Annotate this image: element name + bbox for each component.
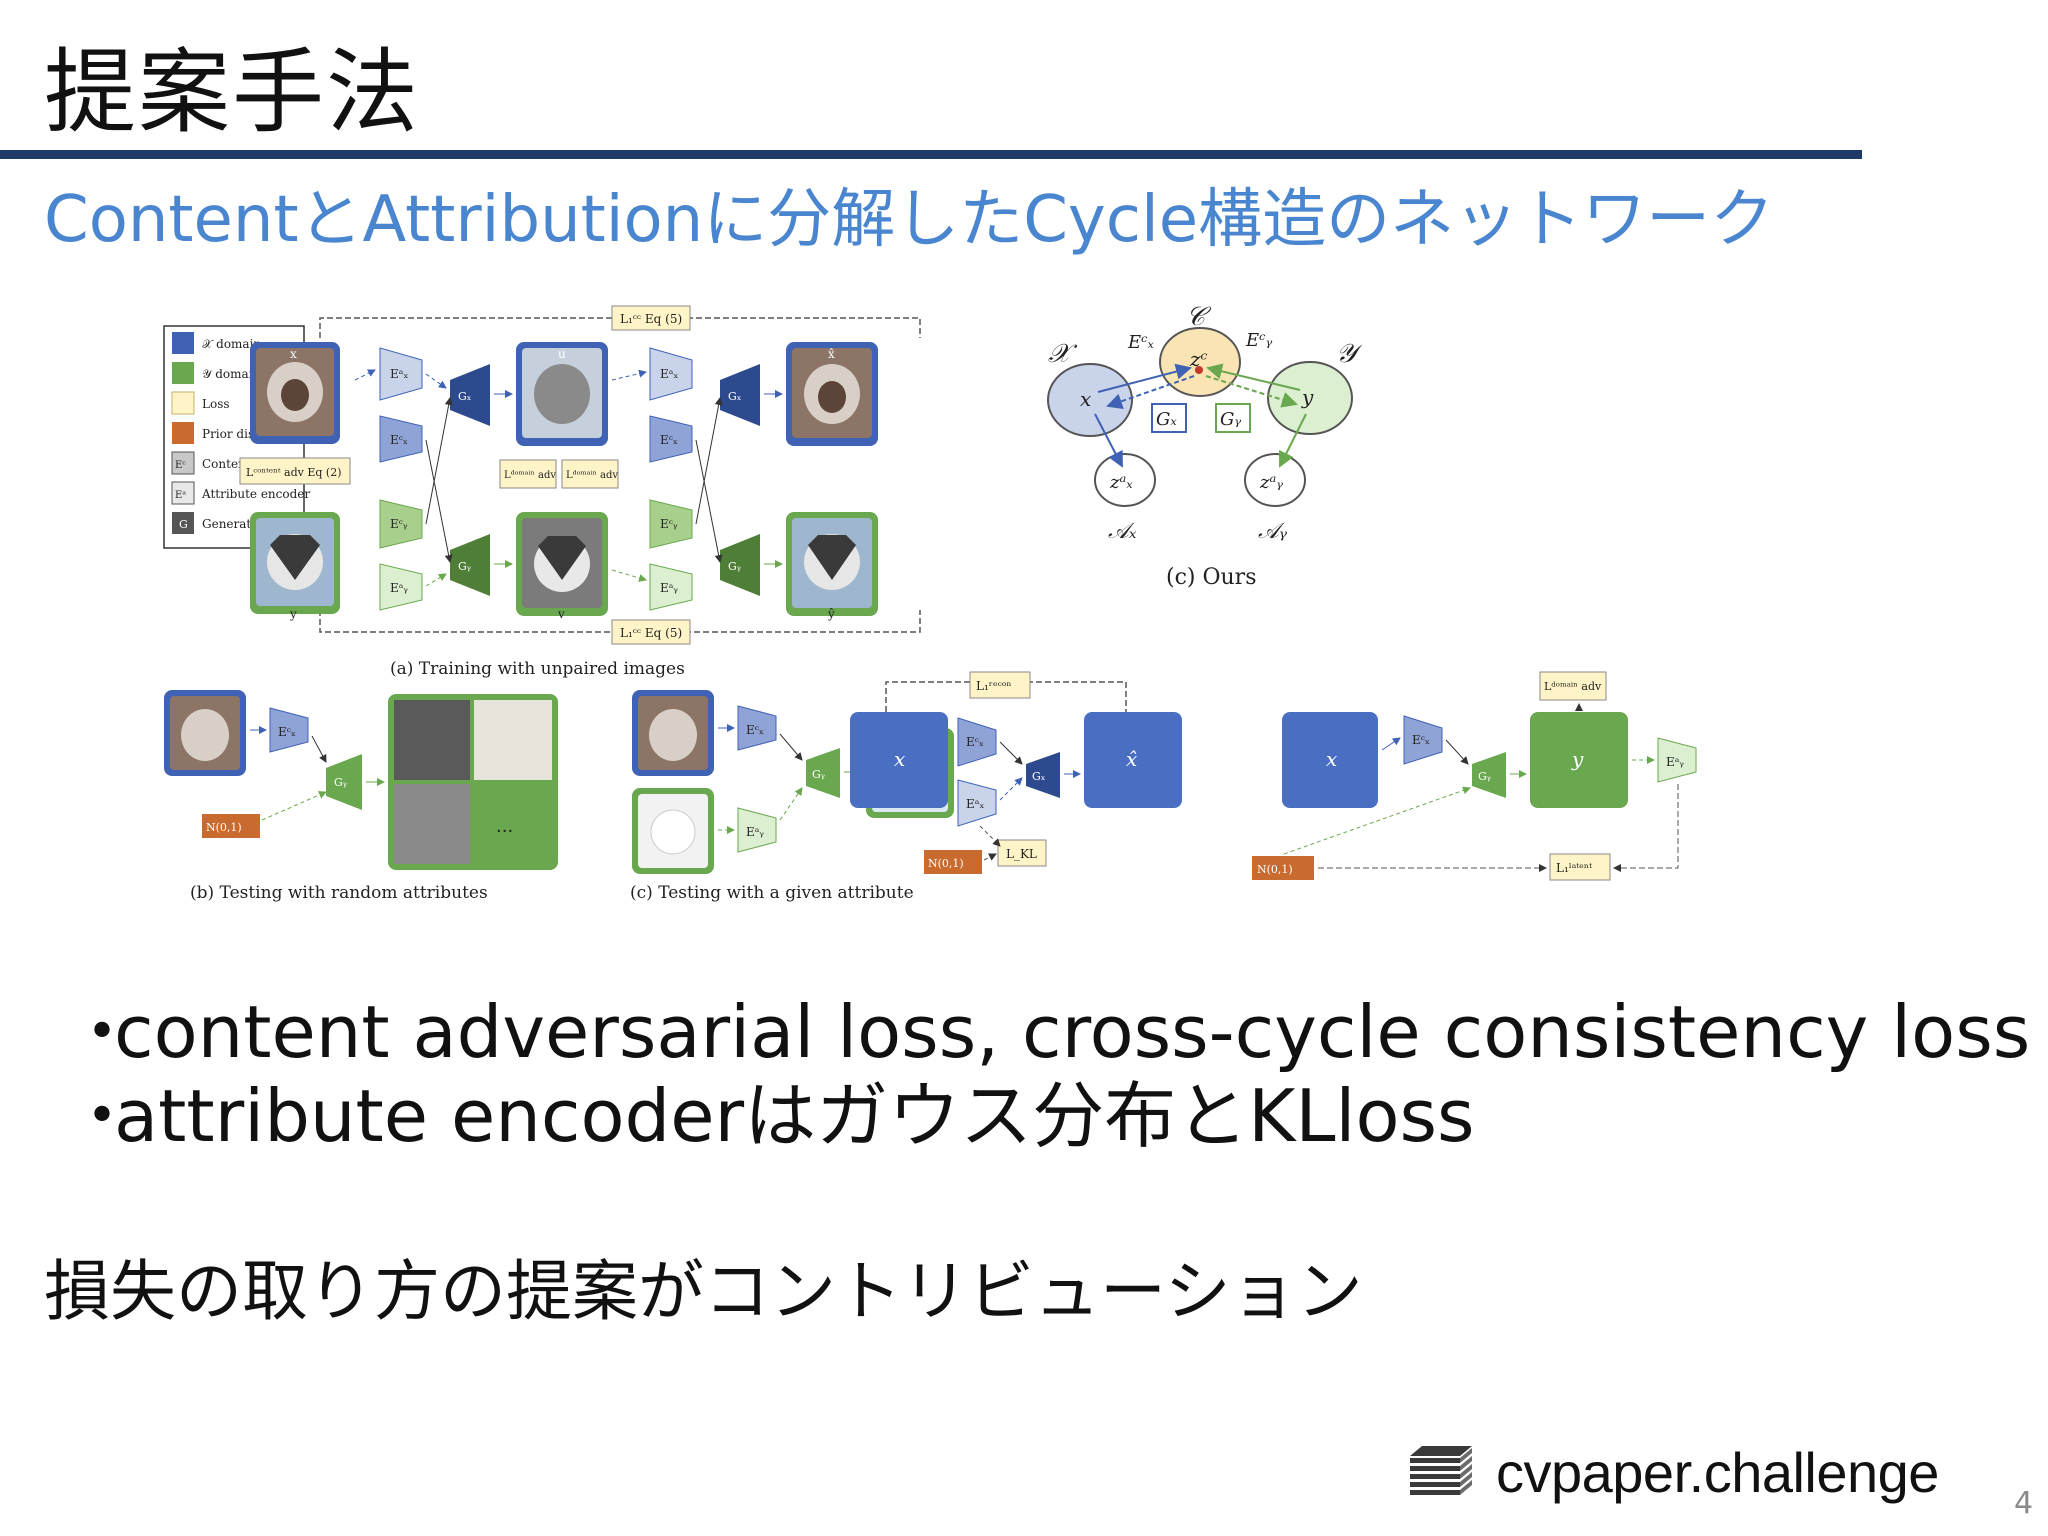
label-gx-ours: Gₓ	[1156, 409, 1177, 430]
training-diagram: L₁ᶜᶜ Eq (5) L₁ᶜᶜ Eq (5) x y Eᵃₓ Eᶜₓ Eᶜᵧ …	[239, 305, 921, 679]
latent-gy: Gᵧ	[1478, 770, 1491, 783]
domain-adv-loss-latent: Lᵈᵒᵐᵃⁱⁿ adv	[1544, 680, 1602, 693]
label-zay: zᵃᵧ	[1259, 472, 1283, 493]
domain-adv-loss-x: Lᵈᵒᵐᵃⁱⁿ adv	[504, 470, 556, 481]
enc-ecx-1: Eᶜₓ	[390, 433, 408, 447]
cc-loss-top: L₁ᶜᶜ Eq (5)	[620, 312, 682, 326]
conclusion-text: 損失の取り方の提案がコントリビューション	[44, 1253, 1363, 1330]
title-divider	[0, 150, 1862, 159]
testing-random-diagram: Eᶜₓ Gᵧ N(0,1) ... (b) Testing with rando…	[164, 690, 558, 903]
label-domain-x: 𝒳	[1048, 339, 1078, 369]
enc-eay-2: Eᵃᵧ	[660, 581, 678, 595]
gen-gy-c: Gᵧ	[812, 768, 825, 781]
label-zc: zᶜ	[1189, 347, 1208, 371]
recon-ecx: Eᶜₓ	[966, 735, 984, 749]
latent-x-box: x	[1326, 747, 1337, 771]
prior-recon: N(0,1)	[928, 857, 964, 870]
prior-latent: N(0,1)	[1257, 863, 1293, 876]
brand: cvpaper.challenge	[1408, 1440, 1939, 1505]
slide-title: 提案手法	[44, 39, 421, 146]
recon-diagram-x: L₁ʳᵉᶜᵒⁿ x Eᶜₓ Eᵃₓ Gₓ x̂ N(0,1) L_KL	[850, 671, 1182, 874]
cvpaper-logo-icon	[1410, 1445, 1472, 1495]
enc-ecx-b: Eᶜₓ	[278, 725, 296, 739]
bullet-item: ・content adversarial loss, cross-cycle c…	[66, 990, 2030, 1074]
legend-attribute-encoder-swatch: Eᵃ	[175, 490, 186, 501]
label-attr-y: 𝒜ᵧ	[1258, 519, 1288, 544]
label-content-space: 𝒞	[1186, 302, 1212, 332]
caption-c-test: (c) Testing with a given attribute	[630, 883, 914, 903]
caption-b: (b) Testing with random attributes	[190, 883, 488, 903]
prior-b: N(0,1)	[206, 821, 242, 834]
label-y-hat: ŷ	[827, 607, 835, 621]
latent-space-diagram: 𝒞 zᶜ 𝒳 x 𝒴 y Eᶜₓ Eᶜᵧ Gₓ Gᵧ zᵃₓ 𝒜ₓ zᵃᵧ 𝒜ᵧ…	[1047, 302, 1363, 590]
enc-eax-2: Eᵃₓ	[660, 367, 678, 381]
latent-ecx: Eᶜₓ	[1412, 733, 1430, 747]
label-domain-y: 𝒴	[1336, 339, 1363, 369]
legend-generator: Generator	[202, 517, 264, 531]
caption-a: (a) Training with unpaired images	[390, 659, 685, 679]
label-x: x	[290, 347, 297, 361]
label-u: u	[558, 347, 566, 361]
enc-eay-c: Eᵃᵧ	[746, 825, 764, 839]
bullet-text: content adversarial loss, cross-cycle co…	[114, 990, 2031, 1074]
content-adv-loss: Lᶜᵒⁿᵗᵉⁿᵗ adv Eq (2)	[246, 466, 342, 479]
latent-loss: L₁ˡᵃᵗᵉⁿᵗ	[1556, 861, 1592, 875]
bullet-text: attribute encoderはガウス分布とKLloss	[114, 1074, 1475, 1158]
ellipsis-more-samples: ...	[496, 816, 513, 837]
enc-eax-1: Eᵃₓ	[390, 367, 408, 381]
label-node-x: x	[1080, 387, 1091, 411]
label-gy-ours: Gᵧ	[1220, 409, 1241, 430]
legend-generator-swatch: G	[179, 518, 188, 531]
legend-x-domain: 𝒳 domain	[202, 337, 261, 351]
legend-attribute-encoder: Attribute encoder	[201, 487, 310, 501]
caption-c-ours: (c) Ours	[1166, 565, 1257, 590]
cc-loss-bottom: L₁ᶜᶜ Eq (5)	[620, 626, 682, 640]
label-v: v	[557, 607, 565, 621]
brand-name: cvpaper.challenge	[1496, 1441, 1939, 1504]
architecture-figure: 𝒳 domain 𝒴 domain Loss Prior distributio…	[150, 280, 2020, 920]
recon-x-hat-box: x̂	[1126, 747, 1137, 771]
recon-x-box: x	[894, 747, 905, 771]
domain-adv-loss-y: Lᵈᵒᵐᵃⁱⁿ adv	[566, 470, 618, 481]
enc-eay-1: Eᵃᵧ	[390, 581, 408, 595]
gen-gy-b: Gᵧ	[334, 776, 347, 789]
label-x-hat: x̂	[828, 347, 835, 361]
gen-gx-2: Gₓ	[728, 390, 742, 403]
page-number: 4	[2014, 1486, 2034, 1521]
recon-gx: Gₓ	[1032, 770, 1046, 783]
enc-ecy-2: Eᶜᵧ	[660, 517, 678, 531]
label-node-y: y	[1301, 385, 1314, 409]
bullet-marker: ・	[66, 990, 139, 1074]
enc-ecx-2: Eᶜₓ	[660, 433, 678, 447]
legend-y-domain: 𝒴 domain	[202, 367, 260, 381]
recon-eax: Eᵃₓ	[966, 797, 984, 811]
bullet-list: ・content adversarial loss, cross-cycle c…	[66, 990, 2030, 1158]
bullet-marker: ・	[66, 1074, 139, 1158]
label-ecx-ours: Eᶜₓ	[1127, 332, 1154, 353]
kl-loss: L_KL	[1006, 847, 1037, 861]
legend-loss: Loss	[202, 397, 230, 411]
bullet-item: ・attribute encoderはガウス分布とKLloss	[66, 1074, 2030, 1158]
label-ecy-ours: Eᶜᵧ	[1245, 330, 1272, 351]
gen-gy-1: Gᵧ	[458, 560, 471, 573]
enc-ecy-1: Eᶜᵧ	[390, 517, 408, 531]
label-y: y	[289, 607, 297, 621]
gen-gy-2: Gᵧ	[728, 560, 741, 573]
label-zax: zᵃₓ	[1109, 472, 1133, 493]
gen-gx-1: Gₓ	[458, 390, 472, 403]
slide-subtitle: ContentとAttributionに分解したCycle構造のネットワーク	[44, 183, 1775, 257]
latent-diagram-y: x Eᶜₓ Gᵧ y Lᵈᵒᵐᵃⁱⁿ adv Eᵃᵧ N(0,1) L₁ˡᵃᵗᵉ…	[1252, 671, 1697, 881]
enc-ecx-c: Eᶜₓ	[746, 723, 764, 737]
latent-eay: Eᵃᵧ	[1666, 755, 1684, 769]
latent-y-box: y	[1571, 747, 1584, 771]
recon-loss: L₁ʳᵉᶜᵒⁿ	[976, 679, 1012, 693]
label-attr-x: 𝒜ₓ	[1108, 519, 1137, 544]
legend-content-encoder-swatch: Eᶜ	[175, 460, 186, 471]
